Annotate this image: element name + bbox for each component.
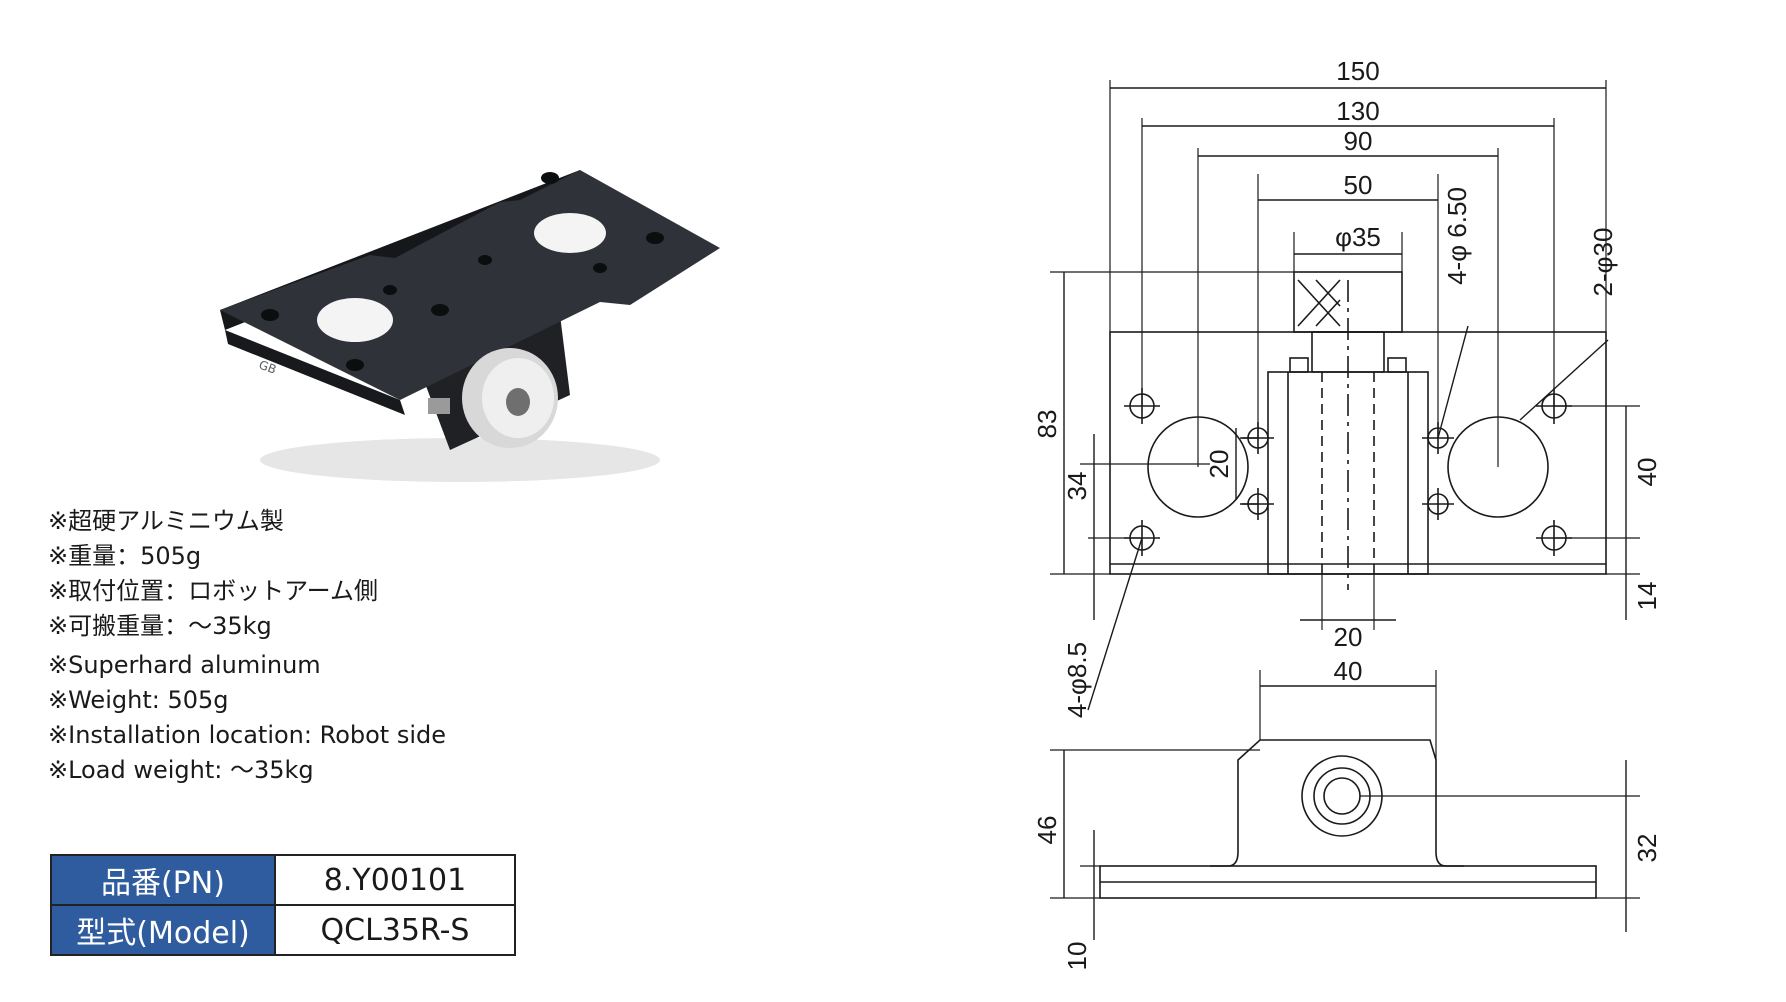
plate-hole-8 <box>383 285 397 295</box>
dim-34: 34 <box>1062 472 1092 501</box>
spec-en-material: ※Superhard aluminum <box>48 651 321 679</box>
model-value: QCL35R-S <box>274 904 516 956</box>
photo-logo: GB <box>257 358 278 377</box>
pn-value: 8.Y00101 <box>274 854 516 906</box>
plate-front-face <box>225 330 405 415</box>
spec-jp-location: ※取付位置：ロボットアーム側 <box>48 577 378 605</box>
dim-90: 90 <box>1344 126 1373 156</box>
table-row: 品番(PN) 8.Y00101 <box>50 854 516 906</box>
spec-en-load: ※Load weight: ～35kg <box>48 756 314 784</box>
dim-4phi650: 4-φ 6.50 <box>1442 187 1472 285</box>
part-number-table: 品番(PN) 8.Y00101 型式(Model) QCL35R-S <box>50 854 516 956</box>
knob-hatch-2 <box>1297 279 1341 327</box>
dim-4phi85: 4-φ8.5 <box>1062 642 1092 718</box>
side-dimension-lines <box>1063 685 1627 940</box>
side-bracket-outline <box>1210 739 1464 867</box>
plate-hole-5 <box>646 232 664 244</box>
knob-hatch-3 <box>1315 279 1341 307</box>
plate-hole-3 <box>431 304 449 316</box>
top-extension-lines <box>1050 80 1640 630</box>
knob-hatch-4 <box>1315 299 1341 327</box>
dim-46: 46 <box>1032 816 1062 845</box>
pn-label: 品番(PN) <box>50 854 276 906</box>
dim-83: 83 <box>1032 410 1062 439</box>
plate-hole-1 <box>261 309 279 321</box>
dim-10: 10 <box>1062 942 1092 971</box>
plate-hole-7 <box>478 255 492 265</box>
plate-hole-large-2 <box>534 213 606 253</box>
dim-20-bottom: 20 <box>1334 622 1363 652</box>
dim-50: 50 <box>1344 170 1373 200</box>
plate-hole-2 <box>346 359 364 371</box>
dim-2phi30: 2-φ30 <box>1588 228 1618 297</box>
spec-en-weight: ※Weight: 505g <box>48 686 229 714</box>
plate-hole-6 <box>593 263 607 273</box>
dim-150: 150 <box>1336 56 1379 86</box>
side-extension-lines <box>1050 670 1640 899</box>
top-plate-outline <box>1109 331 1607 575</box>
spec-jp-weight: ※重量：505g <box>48 542 202 570</box>
dim-130: 130 <box>1336 96 1379 126</box>
top-dimension-lines <box>1063 87 1627 621</box>
photo-shadow <box>260 438 660 482</box>
model-label: 型式(Model) <box>50 904 276 956</box>
plate-hole-4 <box>541 172 559 184</box>
top-screw-right <box>1387 357 1407 373</box>
spec-list: ※超硬アルミニウム製 ※重量：505g ※取付位置：ロボットアーム側 ※可搬重量… <box>48 504 446 788</box>
side-view <box>1050 670 1640 940</box>
plate-hole-large-1 <box>317 298 393 342</box>
spec-jp-load: ※可搬重量：～35kg <box>48 612 272 640</box>
dim-phi35: φ35 <box>1335 222 1381 252</box>
top-leaders <box>1087 325 1609 711</box>
spec-en-location: ※Installation location: Robot side <box>48 721 447 749</box>
knob-bolt <box>428 398 450 414</box>
product-photo: GB <box>220 170 720 482</box>
top-view <box>1050 80 1640 711</box>
dim-20-vertical: 20 <box>1204 450 1234 479</box>
spec-jp-material: ※超硬アルミニウム製 <box>48 507 284 535</box>
dim-40-bottom: 40 <box>1334 656 1363 686</box>
top-screw-left <box>1289 357 1309 373</box>
dim-40-right: 40 <box>1632 458 1662 487</box>
knob-hex <box>506 388 530 416</box>
side-knob-inner <box>1323 777 1361 815</box>
dim-14: 14 <box>1632 582 1662 611</box>
table-row: 型式(Model) QCL35R-S <box>50 904 516 956</box>
dim-32: 32 <box>1632 834 1662 863</box>
technical-drawing: 150 130 90 50 φ35 4-φ 6.50 2-φ30 83 34 2… <box>1032 56 1662 971</box>
